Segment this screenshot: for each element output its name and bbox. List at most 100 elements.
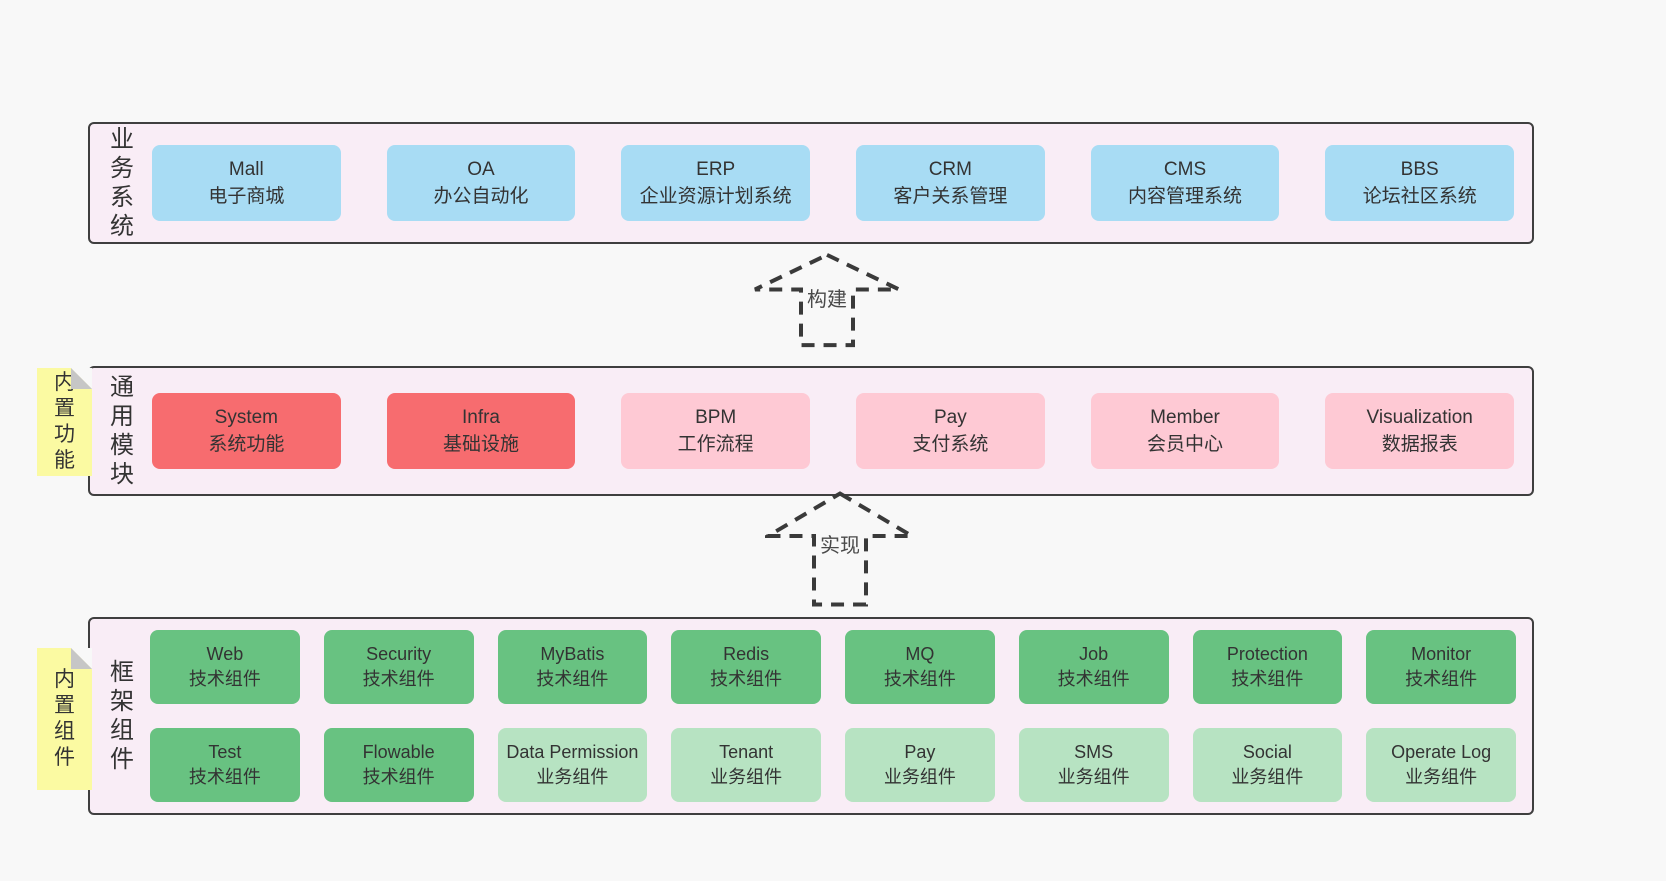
business-boxes: Mall 电子商城 OA 办公自动化 ERP 企业资源计划系统 CRM 客户关系… — [138, 145, 1532, 221]
box-title: Infra — [461, 407, 501, 428]
box-title: CMS — [1163, 159, 1207, 180]
framework-rows: Web 技术组件 Security 技术组件 MyBatis 技术组件 Redi… — [138, 630, 1532, 802]
box-subtitle: 技术组件 — [188, 767, 261, 787]
box-pay: Pay 支付系统 — [856, 393, 1045, 469]
module-boxes: System 系统功能 Infra 基础设施 BPM 工作流程 Pay 支付系统… — [138, 393, 1532, 469]
box-title: SMS — [1074, 742, 1114, 762]
box-subtitle: 技术组件 — [710, 669, 783, 689]
framework-components-layer: 框架组件 Web 技术组件 Security 技术组件 MyBatis 技术组件… — [88, 617, 1534, 815]
box-title: MQ — [905, 644, 935, 664]
box-title: Social — [1242, 742, 1292, 762]
box-subtitle: 支付系统 — [912, 434, 989, 455]
box-title: MyBatis — [540, 644, 605, 664]
box-subtitle: 技术组件 — [362, 669, 435, 689]
box-subtitle: 工作流程 — [677, 434, 754, 455]
box-subtitle: 基础设施 — [443, 434, 520, 455]
box-security: Security 技术组件 — [323, 630, 474, 704]
box-bpm: BPM 工作流程 — [621, 393, 811, 469]
box-subtitle: 技术组件 — [1405, 669, 1478, 689]
box-title: Visualization — [1366, 407, 1473, 428]
box-social: Social 业务组件 — [1192, 728, 1343, 802]
box-title: Job — [1079, 644, 1109, 664]
box-mq: MQ 技术组件 — [845, 630, 995, 704]
box-data-permission: Data Permission 业务组件 — [497, 728, 648, 802]
dashed-up-arrow-icon — [752, 252, 902, 348]
box-subtitle: 办公自动化 — [433, 186, 529, 207]
common-modules-layer: 通用模块 System 系统功能 Infra 基础设施 BPM 工作流程 Pay… — [88, 366, 1534, 496]
box-subtitle: 技术组件 — [188, 669, 261, 689]
box-title: Security — [366, 644, 432, 664]
box-subtitle: 业务组件 — [710, 767, 783, 787]
box-subtitle: 电子商城 — [208, 186, 285, 207]
box-title: Monitor — [1411, 644, 1472, 664]
note-label: 内置组件 — [54, 668, 75, 769]
box-title: Tenant — [719, 742, 774, 762]
build-arrow-label: 构建 — [804, 282, 850, 313]
box-subtitle: 企业资源计划系统 — [639, 186, 792, 207]
framework-row-2: Test 技术组件 Flowable 技术组件 Data Permission … — [150, 728, 1516, 802]
box-subtitle: 论坛社区系统 — [1362, 186, 1477, 207]
box-title: Mall — [228, 159, 264, 180]
framework-row-1: Web 技术组件 Security 技术组件 MyBatis 技术组件 Redi… — [150, 630, 1516, 704]
box-title: Web — [206, 644, 244, 664]
box-subtitle: 技术组件 — [1057, 669, 1130, 689]
box-protection: Protection 技术组件 — [1192, 630, 1343, 704]
box-subtitle: 业务组件 — [1231, 767, 1304, 787]
box-system: System 系统功能 — [152, 393, 341, 469]
box-title: BPM — [695, 407, 737, 428]
box-title: OA — [467, 159, 495, 180]
box-mybatis: MyBatis 技术组件 — [497, 630, 648, 704]
box-subtitle: 数据报表 — [1381, 434, 1458, 455]
box-mall: Mall 电子商城 — [152, 145, 341, 221]
box-pay-component: Pay 业务组件 — [845, 728, 995, 802]
box-title: Redis — [723, 644, 770, 664]
box-bbs: BBS 论坛社区系统 — [1325, 145, 1515, 221]
box-web: Web 技术组件 — [150, 630, 300, 704]
box-subtitle: 业务组件 — [883, 767, 956, 787]
implement-arrow: 实现 — [765, 490, 915, 608]
box-subtitle: 系统功能 — [208, 434, 285, 455]
box-title: BBS — [1400, 159, 1439, 180]
box-subtitle: 业务组件 — [536, 767, 609, 787]
implement-arrow-label: 实现 — [817, 528, 863, 559]
box-title: Pay — [933, 407, 967, 428]
box-subtitle: 技术组件 — [536, 669, 609, 689]
box-subtitle: 技术组件 — [1231, 669, 1304, 689]
box-erp: ERP 企业资源计划系统 — [621, 145, 811, 221]
box-tenant: Tenant 业务组件 — [671, 728, 821, 802]
box-sms: SMS 业务组件 — [1018, 728, 1169, 802]
box-title: CRM — [928, 159, 972, 180]
box-operate-log: Operate Log 业务组件 — [1366, 728, 1516, 802]
business-layer-label: 业务系统 — [110, 126, 134, 240]
built-in-features-note: 内置功能 — [37, 368, 92, 476]
box-subtitle: 客户关系管理 — [893, 186, 1008, 207]
box-title: Member — [1150, 407, 1220, 428]
build-arrow: 构建 — [752, 252, 902, 348]
box-infra: Infra 基础设施 — [386, 393, 576, 469]
box-job: Job 技术组件 — [1018, 630, 1169, 704]
box-test: Test 技术组件 — [150, 728, 300, 802]
box-member: Member 会员中心 — [1090, 393, 1280, 469]
box-subtitle: 内容管理系统 — [1128, 186, 1243, 207]
box-subtitle: 业务组件 — [1057, 767, 1130, 787]
box-title: ERP — [696, 159, 736, 180]
box-subtitle: 技术组件 — [362, 767, 435, 787]
dashed-up-arrow-icon — [765, 490, 915, 608]
box-title: Flowable — [362, 742, 435, 762]
box-subtitle: 业务组件 — [1405, 767, 1478, 787]
framework-layer-label: 框架组件 — [110, 659, 134, 773]
box-crm: CRM 客户关系管理 — [856, 145, 1045, 221]
box-oa: OA 办公自动化 — [386, 145, 576, 221]
note-label: 内置功能 — [54, 371, 75, 472]
box-title: System — [214, 407, 279, 428]
box-visualization: Visualization 数据报表 — [1325, 393, 1515, 469]
box-title: Operate Log — [1391, 742, 1492, 762]
box-title: Data Permission — [506, 742, 639, 762]
business-systems-layer: 业务系统 Mall 电子商城 OA 办公自动化 ERP 企业资源计划系统 CRM… — [88, 122, 1534, 244]
box-subtitle: 会员中心 — [1147, 434, 1224, 455]
box-cms: CMS 内容管理系统 — [1090, 145, 1280, 221]
box-monitor: Monitor 技术组件 — [1366, 630, 1516, 704]
box-subtitle: 技术组件 — [883, 669, 956, 689]
built-in-components-note: 内置组件 — [37, 648, 92, 790]
